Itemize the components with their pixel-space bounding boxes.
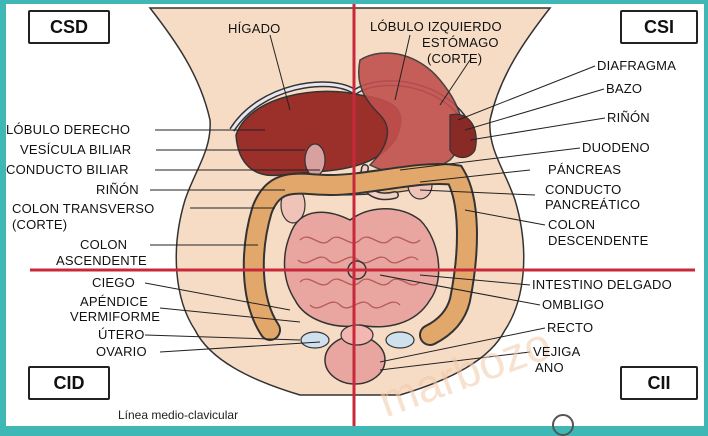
quadrant-cid: CID xyxy=(28,366,110,400)
logo-icon xyxy=(552,414,574,436)
label-duodeno: DUODENO xyxy=(582,141,650,155)
label-estomago: ESTÓMAGO xyxy=(422,36,499,50)
quadrant-csd: CSD xyxy=(28,10,110,44)
label-rinon-left: RIÑÓN xyxy=(96,183,139,197)
label-colon-transverso: COLON TRANSVERSO xyxy=(12,202,154,216)
label-vesicula-biliar: VESÍCULA BILIAR xyxy=(20,143,131,157)
label-vejiga: VEJIGA xyxy=(533,345,580,359)
label-ovario: OVARIO xyxy=(96,345,147,359)
label-lobulo-izquierdo: LÓBULO IZQUIERDO xyxy=(370,20,502,34)
label-colon-descendente-1: COLON xyxy=(548,218,595,232)
label-ciego: CIEGO xyxy=(92,276,135,290)
quadrant-csi: CSI xyxy=(620,10,698,44)
uterus xyxy=(341,325,373,345)
ovary-left xyxy=(301,332,329,348)
label-colon-ascendente-2: ASCENDENTE xyxy=(56,254,147,268)
diagram-canvas: marbozo CSD CSI CID CII HÍGADO LÓBULO IZ… xyxy=(0,0,708,426)
label-intestino-delgado: INTESTINO DELGADO xyxy=(532,278,672,292)
label-utero: ÚTERO xyxy=(98,328,145,342)
label-higado: HÍGADO xyxy=(228,22,280,36)
label-lobulo-derecho: LÓBULO DERECHO xyxy=(6,123,130,137)
small-intestine xyxy=(285,209,439,327)
gallbladder xyxy=(305,144,325,176)
label-colon-descendente-2: DESCENDENTE xyxy=(548,234,648,248)
label-rinon-right: RIÑÓN xyxy=(607,111,650,125)
label-recto: RECTO xyxy=(547,321,593,335)
label-diafragma: DIAFRAGMA xyxy=(597,59,676,73)
label-bazo: BAZO xyxy=(606,82,642,96)
label-apendice-1: APÉNDICE xyxy=(80,295,148,309)
label-conducto-pancreatico-1: CONDUCTO xyxy=(545,183,621,197)
label-apendice-2: VERMIFORME xyxy=(70,310,160,324)
ovary-right xyxy=(386,332,414,348)
label-conducto-pancreatico-2: PANCREÁTICO xyxy=(545,198,640,212)
label-pancreas: PÁNCREAS xyxy=(548,163,621,177)
label-corte-left: (CORTE) xyxy=(12,218,67,232)
label-corte-top: (CORTE) xyxy=(427,52,482,66)
label-ano: ANO xyxy=(535,361,564,375)
quadrant-cii: CII xyxy=(620,366,698,400)
label-conducto-biliar: CONDUCTO BILIAR xyxy=(6,163,129,177)
label-ombligo: OMBLIGO xyxy=(542,298,604,312)
footer-linea-medio-clavicular: Línea medio-clavicular xyxy=(118,408,238,422)
label-colon-ascendente-1: COLON xyxy=(80,238,127,252)
